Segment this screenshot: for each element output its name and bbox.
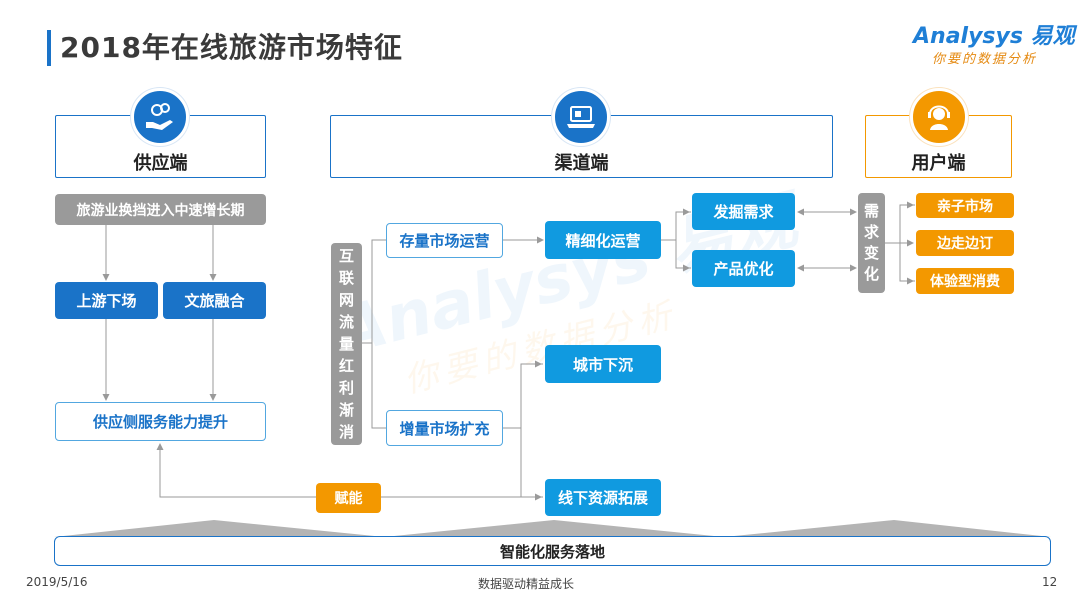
increment-market-node: 增量市场扩充 — [386, 410, 503, 446]
user-item-parent-child: 亲子市场 — [916, 193, 1014, 218]
hand-coins-icon — [131, 88, 189, 146]
empower-node: 赋能 — [316, 483, 381, 513]
product-optimization-node: 产品优化 — [692, 250, 795, 287]
brand-logo: Analysys 易观 — [913, 24, 1075, 49]
refined-operation-node: 精细化运营 — [545, 221, 661, 259]
footer-slogan: 数据驱动精益成长 — [478, 577, 575, 591]
footer-date: 2019/5/16 — [26, 575, 88, 589]
city-sinking-node: 城市下沉 — [545, 345, 661, 383]
supply-stage-node: 旅游业换挡进入中速增长期 — [55, 194, 266, 225]
upstream-node: 上游下场 — [55, 282, 158, 319]
supply-label: 供应端 — [133, 153, 188, 174]
demand-change-node: 需求变化 — [858, 193, 885, 293]
headset-user-icon — [910, 88, 968, 146]
traffic-dividend-node: 互联网流量红利渐消 — [331, 243, 362, 445]
stock-market-node: 存量市场运营 — [386, 223, 503, 258]
channel-label: 渠道端 — [554, 153, 609, 174]
user-item-book-on-the-go: 边走边订 — [916, 230, 1014, 256]
page-number: 12 — [1042, 575, 1058, 589]
culture-tourism-node: 文旅融合 — [163, 282, 266, 319]
user-label: 用户端 — [911, 153, 966, 174]
title-accent-bar — [47, 30, 51, 66]
offline-resource-node: 线下资源拓展 — [545, 479, 661, 516]
foundation-wave — [54, 520, 1051, 537]
brand-tagline: 你要的数据分析 — [932, 52, 1038, 67]
intelligent-service-bar: 智能化服务落地 — [54, 536, 1051, 566]
laptop-icon — [552, 88, 610, 146]
user-item-experiential: 体验型消费 — [916, 268, 1014, 294]
page-title: 2018年在线旅游市场特征 — [60, 31, 403, 64]
demand-discovery-node: 发掘需求 — [692, 193, 795, 230]
supply-capability-node: 供应侧服务能力提升 — [55, 402, 266, 441]
